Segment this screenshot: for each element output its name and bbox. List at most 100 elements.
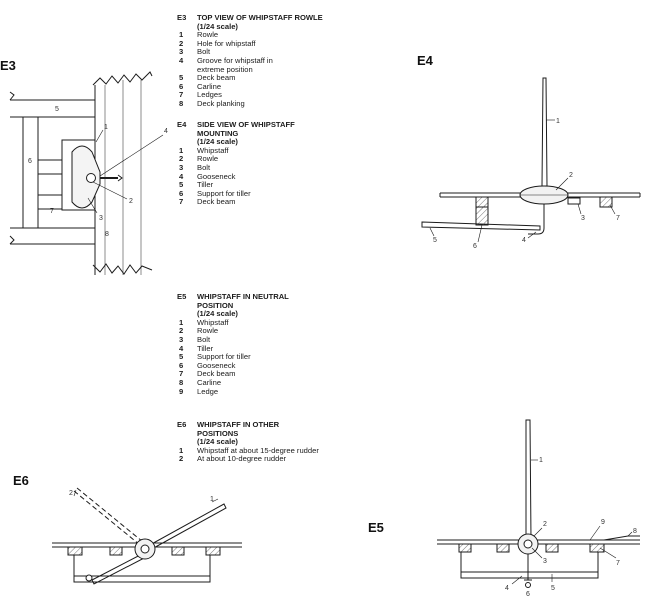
legend-item-number: 6 bbox=[179, 188, 184, 198]
callout-label: 6 bbox=[526, 591, 530, 598]
legend-item-text: Ledges bbox=[197, 90, 222, 100]
legend-item-text: Whipstaff bbox=[197, 145, 229, 155]
legend-item: 2 Rowle bbox=[177, 327, 367, 336]
callout-label: 8 bbox=[633, 528, 637, 535]
deck-beam bbox=[589, 543, 605, 553]
whipstaff-dashed bbox=[76, 487, 149, 547]
legend-item: 1 Whipstaff at about 15-degree rudder bbox=[177, 445, 377, 456]
leader-line bbox=[527, 231, 537, 239]
figure-label-e4: E4 bbox=[417, 53, 433, 68]
legend-item: 6 Carline bbox=[177, 81, 367, 92]
leader-line bbox=[87, 197, 98, 214]
deck-planking-bottom-edge bbox=[92, 263, 153, 275]
legend-item-number: 2 bbox=[179, 38, 184, 48]
callout-label: 1 bbox=[104, 124, 108, 131]
leader-line bbox=[211, 498, 219, 503]
leader-line bbox=[511, 575, 523, 585]
legend-title: WHIPSTAFF IN NEUTRAL POSITION bbox=[197, 292, 289, 310]
callout-label: 4 bbox=[522, 237, 526, 244]
legend-item-text: Whipstaff at about 15-degree rudder bbox=[197, 445, 319, 455]
legend-title: SIDE VIEW OF WHIPSTAFF MOUNTING bbox=[197, 120, 295, 138]
legend-scale: (1/24 scale) bbox=[197, 309, 238, 319]
leader-line bbox=[609, 204, 616, 215]
deck-planking-edge bbox=[92, 71, 153, 86]
legend-item-number: 2 bbox=[179, 154, 184, 164]
legend-code: E5 bbox=[177, 292, 187, 301]
legend-item-number: 1 bbox=[179, 445, 184, 455]
leader-line bbox=[589, 525, 601, 541]
legend-item-number: 4 bbox=[179, 171, 184, 181]
legend-item-number: 3 bbox=[179, 47, 184, 57]
figure-label-e5: E5 bbox=[368, 520, 384, 535]
leader-line bbox=[477, 224, 483, 243]
figure-label-e6: E6 bbox=[13, 473, 29, 488]
callout-label: 1 bbox=[210, 496, 214, 503]
legend-item-number: 8 bbox=[179, 98, 184, 108]
legend-item-text: Rowle bbox=[197, 326, 219, 336]
deck-beam bbox=[205, 546, 221, 556]
deck-beam bbox=[599, 196, 613, 208]
rowle-bolt bbox=[140, 544, 150, 554]
legend-item-number: 6 bbox=[179, 81, 184, 91]
callout-label: 2 bbox=[543, 521, 547, 528]
callout-label: 3 bbox=[543, 558, 547, 565]
legend-title: WHIPSTAFF IN OTHER POSITIONS bbox=[197, 420, 280, 438]
legend-item-text: Bolt bbox=[197, 334, 211, 344]
leader-line bbox=[429, 227, 435, 237]
legend-item-text: Whipstaff bbox=[197, 317, 229, 327]
callout-label: 2 bbox=[569, 172, 573, 179]
legend-item-text: Ledge bbox=[197, 386, 219, 396]
callout-label: 6 bbox=[28, 158, 32, 165]
gooseneck bbox=[528, 204, 545, 235]
legend-item-text: Deck beam bbox=[197, 369, 236, 379]
deck-beam bbox=[171, 546, 185, 556]
callout-label: 7 bbox=[616, 560, 620, 567]
legend-item-number: 2 bbox=[179, 326, 184, 336]
legend-item-number: 9 bbox=[179, 386, 184, 396]
deck-beam-top bbox=[9, 91, 95, 118]
legend-title: TOP VIEW OF WHIPSTAFF ROWLE bbox=[197, 13, 323, 22]
callout-label: 5 bbox=[55, 106, 59, 113]
leader-line bbox=[531, 547, 543, 559]
callout-label: 2 bbox=[69, 490, 73, 497]
drawing-e6-other-positions bbox=[52, 487, 242, 585]
tiller-support-frame bbox=[460, 552, 599, 579]
legend-item-text: Bolt bbox=[197, 162, 211, 172]
callout-label: 5 bbox=[433, 237, 437, 244]
legend-item-number: 7 bbox=[179, 197, 184, 207]
legend-e5: E5 WHIPSTAFF IN NEUTRAL POSITION (1/24 s… bbox=[177, 292, 367, 396]
legend-item-number: 5 bbox=[179, 180, 184, 190]
tiller bbox=[421, 221, 541, 231]
whipstaff bbox=[541, 77, 548, 187]
leader-line bbox=[577, 203, 582, 215]
leader-line bbox=[627, 531, 633, 537]
deck-beam bbox=[458, 543, 472, 553]
legend-item-number: 8 bbox=[179, 377, 184, 387]
gooseneck-pin bbox=[525, 582, 531, 588]
legend-scale: (1/24 scale) bbox=[197, 437, 238, 447]
deck-beam bbox=[475, 196, 489, 208]
legend-item-number: 1 bbox=[179, 317, 184, 327]
leader-line bbox=[555, 177, 569, 191]
legend-code: E6 bbox=[177, 420, 187, 429]
rowle-hole bbox=[86, 173, 96, 183]
legend-scale: (1/24 scale) bbox=[197, 21, 238, 31]
gooseneck bbox=[85, 574, 93, 582]
rowle-body bbox=[71, 145, 101, 209]
legend-item-text: Carline bbox=[197, 81, 222, 91]
legend-item-text: Hole for whipstaff bbox=[197, 38, 256, 48]
gooseneck bbox=[524, 554, 532, 581]
